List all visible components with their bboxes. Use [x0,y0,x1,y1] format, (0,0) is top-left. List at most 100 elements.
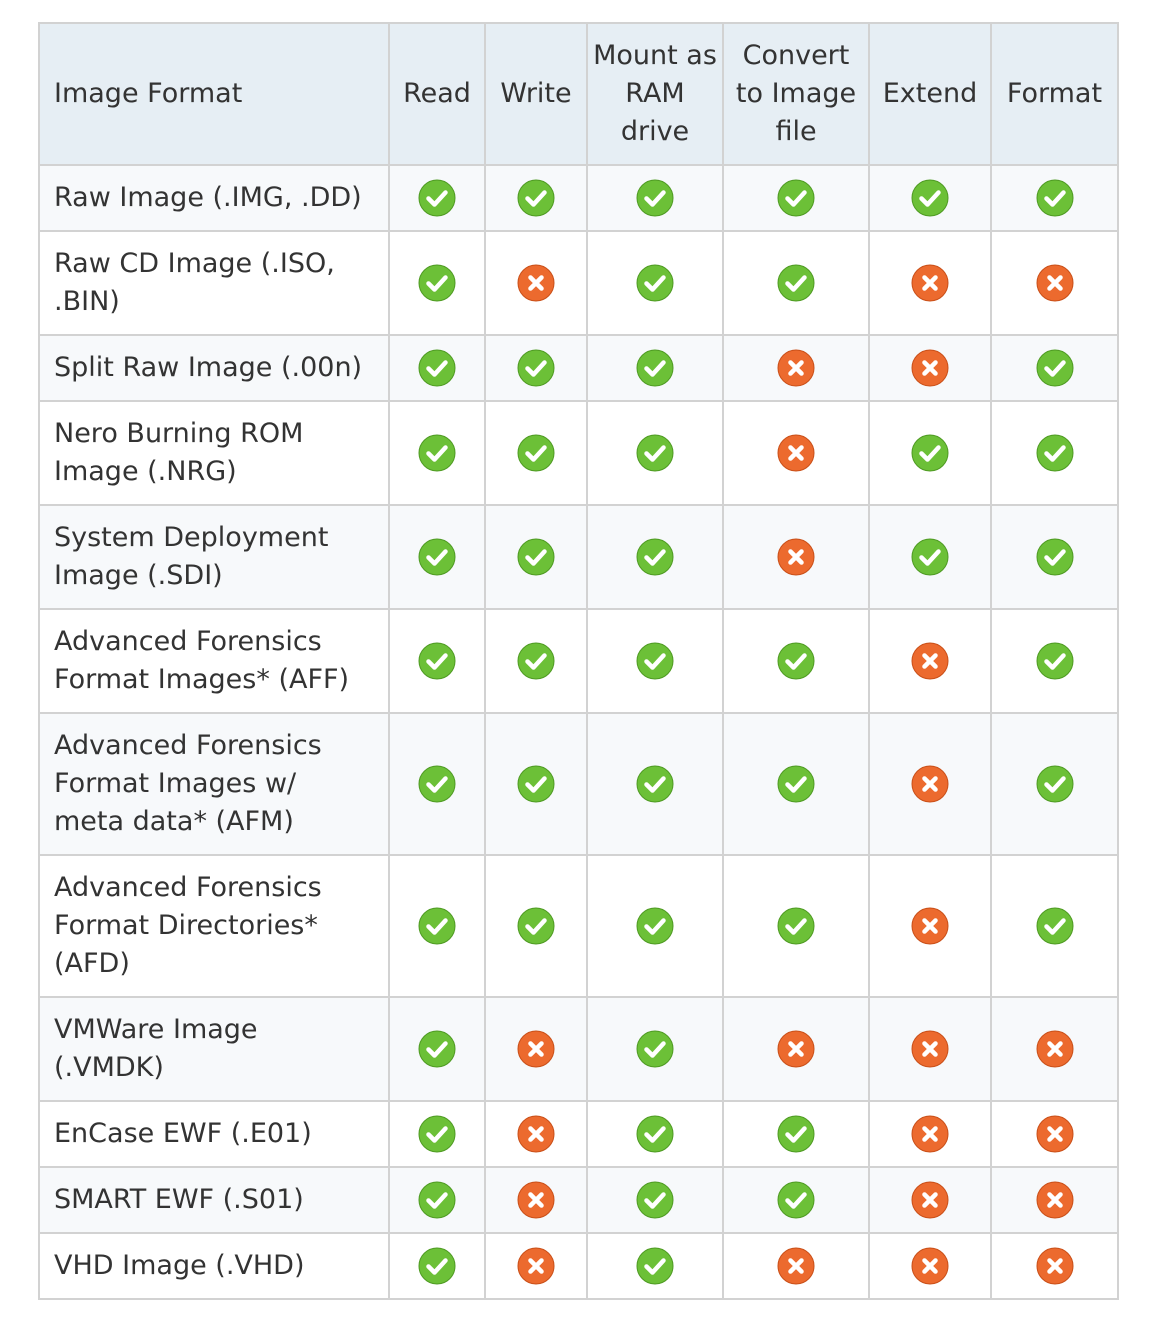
header-extend: Extend [868,22,992,166]
check-circle-icon [636,907,674,945]
table-row: EnCase EWF (.E01) [38,1100,1119,1168]
cell-convert-to-image-file [722,608,870,714]
cell-read [388,608,486,714]
image-format-name: Advanced Forensics Format Images* (AFF) [38,608,390,714]
cell-write [484,854,588,998]
cell-extend [868,1232,992,1300]
cell-format [990,996,1119,1102]
cross-circle-icon [777,349,815,387]
check-circle-icon [517,434,555,472]
cell-mount-as-ram-drive [586,1232,724,1300]
image-format-name: VHD Image (.VHD) [38,1232,390,1300]
cell-mount-as-ram-drive [586,608,724,714]
check-circle-icon [517,642,555,680]
cell-read [388,400,486,506]
cross-circle-icon [517,264,555,302]
cross-circle-icon [1036,1115,1074,1153]
image-format-name: Raw Image (.IMG, .DD) [38,164,390,232]
cell-format [990,712,1119,856]
cross-circle-icon [911,907,949,945]
header-mount-as-ram-drive: Mount as RAM drive [586,22,724,166]
cell-extend [868,712,992,856]
cell-read [388,230,486,336]
check-circle-icon [636,1181,674,1219]
cell-convert-to-image-file [722,996,870,1102]
image-format-name: VMWare Image (.VMDK) [38,996,390,1102]
cell-write [484,1166,588,1234]
check-circle-icon [777,907,815,945]
cross-circle-icon [1036,1181,1074,1219]
check-circle-icon [418,538,456,576]
cell-convert-to-image-file [722,1100,870,1168]
image-format-name: EnCase EWF (.E01) [38,1100,390,1168]
cell-write [484,1232,588,1300]
cross-circle-icon [911,642,949,680]
cell-mount-as-ram-drive [586,164,724,232]
cross-circle-icon [1036,264,1074,302]
cell-extend [868,854,992,998]
cell-format [990,334,1119,402]
check-circle-icon [418,349,456,387]
image-format-name: Split Raw Image (.00n) [38,334,390,402]
check-circle-icon [1036,538,1074,576]
image-format-name: Nero Burning ROM Image (.NRG) [38,400,390,506]
header-format: Format [990,22,1119,166]
format-support-table: Image Format Read Write Mount as RAM dri… [38,22,1119,1300]
cell-mount-as-ram-drive [586,1166,724,1234]
cell-read [388,712,486,856]
cell-extend [868,230,992,336]
cell-format [990,1232,1119,1300]
table-row: Advanced Forensics Format Images w/ meta… [38,712,1119,856]
check-circle-icon [636,264,674,302]
check-circle-icon [777,264,815,302]
cross-circle-icon [517,1247,555,1285]
image-format-name: SMART EWF (.S01) [38,1166,390,1234]
cross-circle-icon [517,1181,555,1219]
check-circle-icon [418,907,456,945]
cell-write [484,400,588,506]
table-row: Raw Image (.IMG, .DD) [38,164,1119,232]
header-image-format: Image Format [38,22,390,166]
image-format-name: Raw CD Image (.ISO, .BIN) [38,230,390,336]
check-circle-icon [636,642,674,680]
cell-format [990,164,1119,232]
check-circle-icon [777,1181,815,1219]
cell-convert-to-image-file [722,1232,870,1300]
cell-mount-as-ram-drive [586,334,724,402]
table-row: Advanced Forensics Format Images* (AFF) [38,608,1119,714]
cell-extend [868,334,992,402]
header-convert-to-image-file: Convert to Image file [722,22,870,166]
header-read: Read [388,22,486,166]
table-row: VMWare Image (.VMDK) [38,996,1119,1102]
cell-write [484,230,588,336]
cell-write [484,164,588,232]
cell-read [388,1100,486,1168]
check-circle-icon [1036,179,1074,217]
check-circle-icon [1036,765,1074,803]
cell-read [388,504,486,610]
check-circle-icon [636,434,674,472]
cell-extend [868,504,992,610]
cell-convert-to-image-file [722,504,870,610]
check-circle-icon [517,349,555,387]
check-circle-icon [418,642,456,680]
cell-read [388,1232,486,1300]
check-circle-icon [418,179,456,217]
cross-circle-icon [911,1247,949,1285]
check-circle-icon [418,1030,456,1068]
cell-write [484,1100,588,1168]
cross-circle-icon [911,264,949,302]
cell-write [484,504,588,610]
cell-read [388,996,486,1102]
cell-format [990,400,1119,506]
table-row: VHD Image (.VHD) [38,1232,1119,1300]
cell-format [990,504,1119,610]
check-circle-icon [517,538,555,576]
check-circle-icon [636,765,674,803]
cell-mount-as-ram-drive [586,1100,724,1168]
cell-read [388,1166,486,1234]
cross-circle-icon [777,1030,815,1068]
cell-read [388,164,486,232]
cross-circle-icon [777,1247,815,1285]
cross-circle-icon [777,538,815,576]
